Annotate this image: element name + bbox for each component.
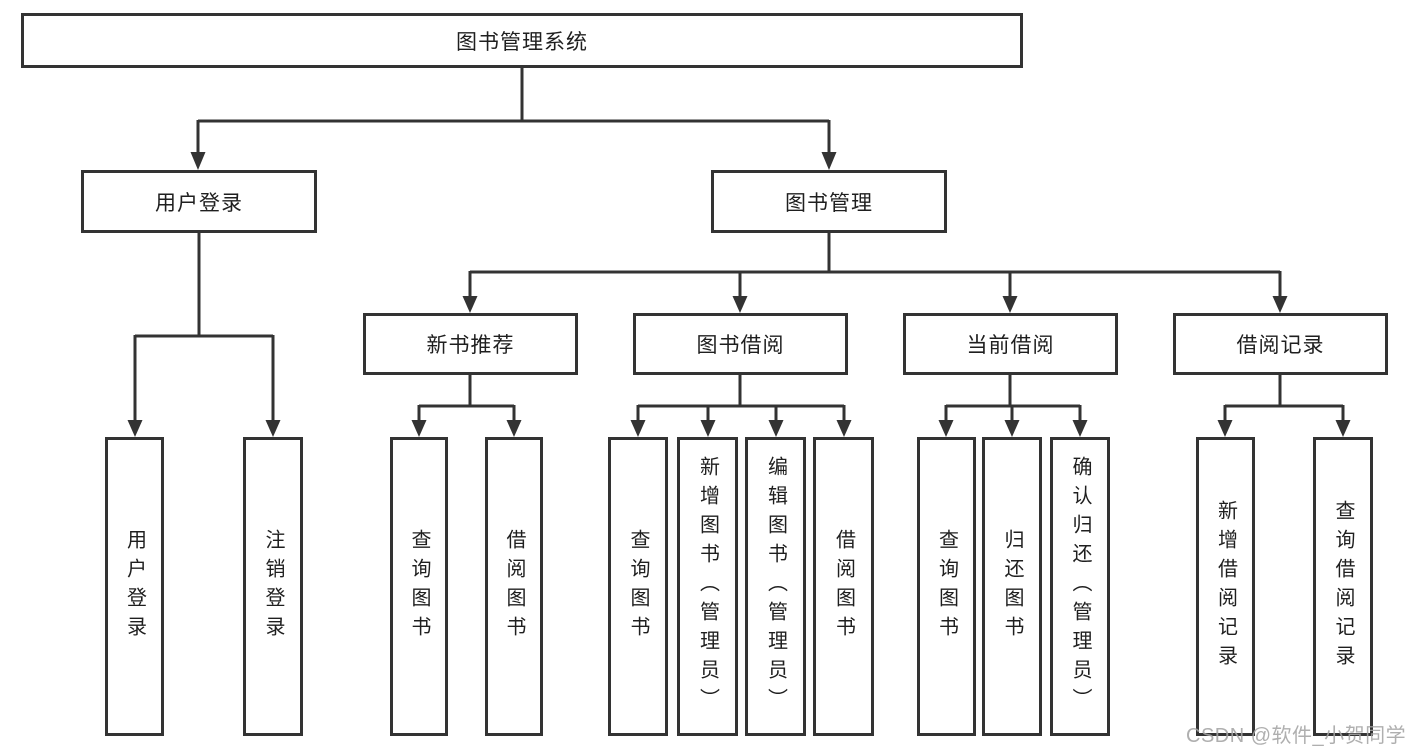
node-book-borrowing: 图书借阅 — [633, 313, 848, 375]
node-current-borrowing: 当前借阅 — [903, 313, 1118, 375]
leaf-user-login: 用户登录 — [105, 437, 164, 736]
node-label: 查询借阅记录 — [1332, 499, 1354, 674]
connector-edges — [133, 68, 1345, 422]
connector-arrowheads — [127, 152, 1351, 437]
node-label: 图书管理 — [785, 191, 873, 215]
leaf-add-borrow-record: 新增借阅记录 — [1196, 437, 1255, 736]
leaf-logout: 注销登录 — [243, 437, 303, 736]
node-label: 借阅图书 — [832, 528, 855, 645]
node-label: 查询图书 — [627, 528, 649, 645]
csdn-watermark: CSDN @软件_小贺同学 — [1186, 725, 1405, 747]
node-new-book-recommendation: 新书推荐 — [363, 313, 578, 375]
leaf-query-borrow-record: 查询借阅记录 — [1313, 437, 1373, 736]
node-label: 查询图书 — [408, 528, 430, 645]
leaf-borrow-books-recommend: 借阅图书 — [485, 437, 543, 736]
node-label: 借阅图书 — [503, 528, 525, 645]
node-label: 注销登录 — [262, 528, 284, 645]
node-label: 图书管理系统 — [456, 30, 588, 54]
node-label: 用户登录 — [155, 191, 243, 215]
node-borrowing-records: 借阅记录 — [1173, 313, 1388, 375]
leaf-confirm-return-admin: 确认归还（管理员） — [1050, 437, 1110, 736]
leaf-borrow-books: 借阅图书 — [813, 437, 874, 736]
node-label: 当前借阅 — [966, 334, 1055, 357]
node-library-system-root: 图书管理系统 — [21, 13, 1023, 68]
node-label: 归还图书 — [1001, 528, 1023, 645]
node-label: 新增借阅记录 — [1214, 499, 1237, 674]
node-label: 图书借阅 — [696, 334, 785, 357]
leaf-query-books-current: 查询图书 — [917, 437, 976, 736]
node-label: 确认归还（管理员） — [1069, 456, 1091, 717]
node-label: 借阅记录 — [1236, 334, 1325, 357]
leaf-edit-book-admin: 编辑图书（管理员） — [745, 437, 806, 736]
node-label: 编辑图书（管理员） — [764, 456, 787, 717]
node-user-login: 用户登录 — [81, 170, 317, 233]
leaf-query-books-recommend: 查询图书 — [390, 437, 448, 736]
leaf-query-books-borrow: 查询图书 — [608, 437, 668, 736]
leaf-return-book: 归还图书 — [982, 437, 1042, 736]
node-label: 新增图书（管理员） — [696, 456, 719, 717]
node-book-management: 图书管理 — [711, 170, 947, 233]
node-label: 新书推荐 — [426, 334, 515, 357]
leaf-add-book-admin: 新增图书（管理员） — [677, 437, 738, 736]
node-label: 用户登录 — [123, 528, 146, 645]
node-label: 查询图书 — [935, 528, 958, 645]
